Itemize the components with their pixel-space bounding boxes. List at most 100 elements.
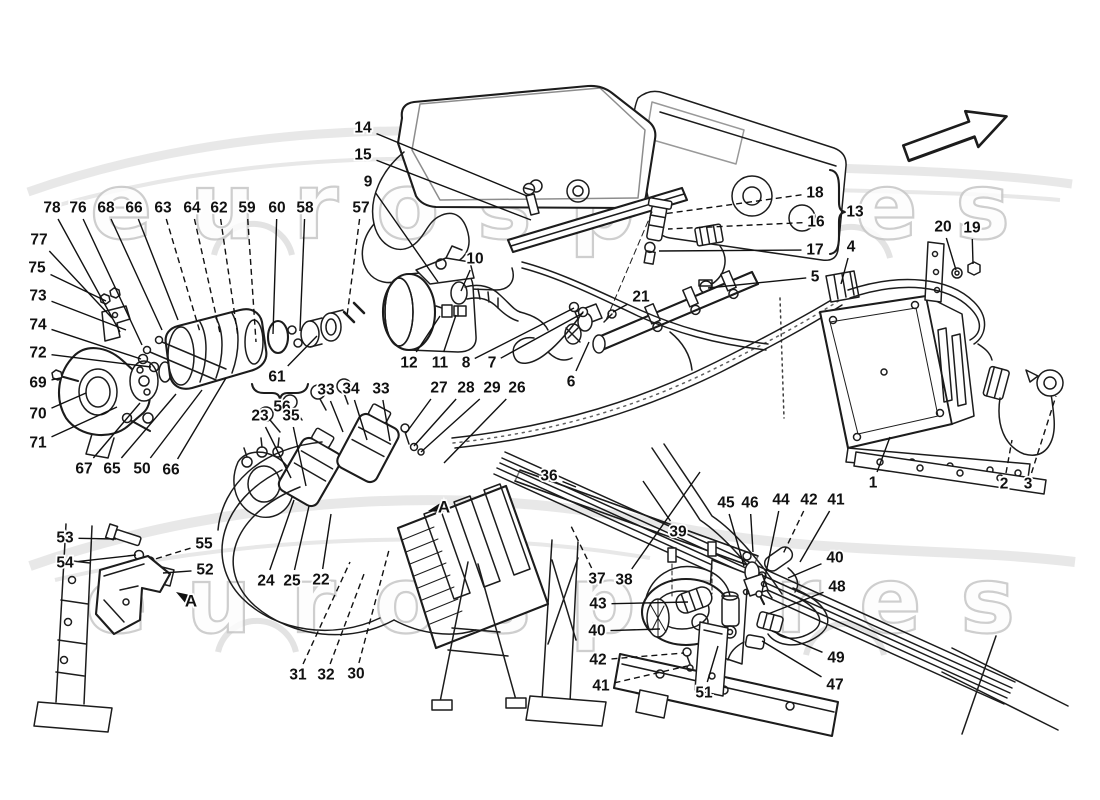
throttle-body	[381, 245, 549, 353]
watermark-wheel-arc	[803, 620, 887, 656]
leader-line-15	[376, 159, 532, 221]
leader-line-77	[48, 250, 113, 319]
part-label-4-37: 4	[847, 239, 856, 256]
part-label-76-1: 76	[69, 200, 87, 217]
part-label-13-36: 13	[846, 204, 864, 221]
view-arrowhead	[428, 503, 442, 513]
leader-line-3	[1030, 395, 1057, 474]
part-label-54-63: 54	[56, 555, 74, 572]
leader-line-21	[612, 303, 628, 313]
part-label-34-47: 34	[342, 381, 360, 398]
watermark-swoosh	[28, 495, 1076, 571]
part-label-6-31: 6	[567, 374, 576, 391]
watermark-wheel-arc	[211, 220, 295, 256]
leader-line-42	[781, 510, 805, 557]
leader-line-32	[329, 573, 365, 665]
leader-line-65	[120, 393, 177, 459]
leader-line-12	[415, 315, 441, 353]
part-label-41-78: 41	[827, 492, 845, 509]
part-label-33-48: 33	[372, 381, 390, 398]
intake-plenum	[396, 84, 657, 210]
leader-line-69	[51, 377, 61, 381]
cam-cover-right	[632, 90, 847, 262]
part-label-50-21: 50	[133, 461, 150, 478]
part-label-51-73: 51	[695, 685, 713, 702]
part-label-72-15: 72	[29, 345, 46, 362]
leader-line-57	[346, 218, 361, 317]
leader-line-23	[264, 426, 292, 479]
part-label-38-67: 38	[615, 572, 633, 589]
part-label-5-38: 5	[811, 269, 820, 286]
part-label-59-7: 59	[238, 200, 256, 217]
leader-line-11	[443, 314, 457, 353]
leader-line-5	[707, 277, 807, 289]
part-label-29-51: 29	[483, 380, 501, 397]
part-label-44-76: 44	[772, 492, 790, 509]
view-letter-A-0: A	[438, 498, 450, 517]
leader-line-54	[78, 554, 137, 563]
leader-line-52	[162, 570, 192, 574]
leader-line-18	[662, 194, 802, 215]
leader-line-40	[787, 563, 822, 579]
part-label-39-68: 39	[669, 524, 687, 541]
view-arrowhead	[176, 592, 190, 603]
watermark-wheel-arc	[215, 617, 299, 653]
part-label-26-52: 26	[508, 380, 526, 397]
sensor-harness-right	[825, 261, 1064, 456]
part-label-32-60: 32	[317, 667, 334, 684]
part-label-57-10: 57	[352, 200, 369, 217]
part-label-37-66: 37	[588, 571, 605, 588]
leader-line-25	[293, 505, 310, 571]
part-label-18-33: 18	[806, 185, 824, 202]
part-label-56-45: 56	[273, 399, 291, 416]
leader-line-59	[247, 218, 257, 343]
leader-line-27	[405, 398, 432, 434]
part-label-58-9: 58	[296, 200, 314, 217]
part-label-42-77: 42	[800, 492, 817, 509]
bracket-56	[250, 382, 310, 401]
part-label-19-40: 19	[963, 220, 981, 237]
leader-line-70	[51, 392, 87, 409]
leader-line-6	[575, 341, 590, 372]
part-label-23-54: 23	[251, 408, 269, 425]
part-label-52-65: 52	[196, 562, 213, 579]
leader-line-22	[321, 513, 332, 570]
part-label-21-32: 21	[632, 289, 650, 306]
part-label-66-22: 66	[162, 462, 180, 479]
leader-line-9	[375, 192, 439, 283]
air-pump-assembly	[640, 541, 829, 697]
leader-line-71	[51, 406, 118, 438]
leader-line-16	[667, 221, 803, 230]
part-label-78-0: 78	[43, 200, 61, 217]
leader-line-33	[329, 400, 344, 433]
leader-line-19	[971, 238, 974, 265]
bracket-13	[828, 168, 847, 256]
chassis-frame	[33, 443, 1069, 738]
leader-line-10	[460, 269, 471, 292]
leader-line-66	[137, 218, 179, 321]
leader-line-55	[151, 547, 191, 561]
leader-line-75	[50, 273, 107, 302]
part-label-3-43: 3	[1024, 476, 1033, 493]
part-label-68-2: 68	[97, 200, 115, 217]
part-label-15-24: 15	[354, 147, 372, 164]
part-label-62-6: 62	[210, 200, 227, 217]
part-label-53-62: 53	[56, 530, 74, 547]
leader-line-4	[840, 257, 849, 285]
leader-line-8	[474, 307, 575, 360]
leader-line-35	[292, 426, 307, 487]
leader-line-1	[876, 436, 891, 473]
part-label-14-23: 14	[354, 120, 372, 137]
part-label-70-17: 70	[29, 406, 46, 423]
leader-line-24	[269, 499, 295, 571]
leader-line-76	[82, 218, 143, 346]
leader-line-38	[631, 471, 701, 570]
part-label-12-27: 12	[400, 355, 417, 372]
part-label-41-72: 41	[592, 678, 610, 695]
leader-line-72	[51, 353, 152, 368]
part-label-30-61: 30	[347, 666, 364, 683]
leader-line-26	[443, 398, 507, 464]
view-letter-A-1: A	[185, 592, 197, 611]
